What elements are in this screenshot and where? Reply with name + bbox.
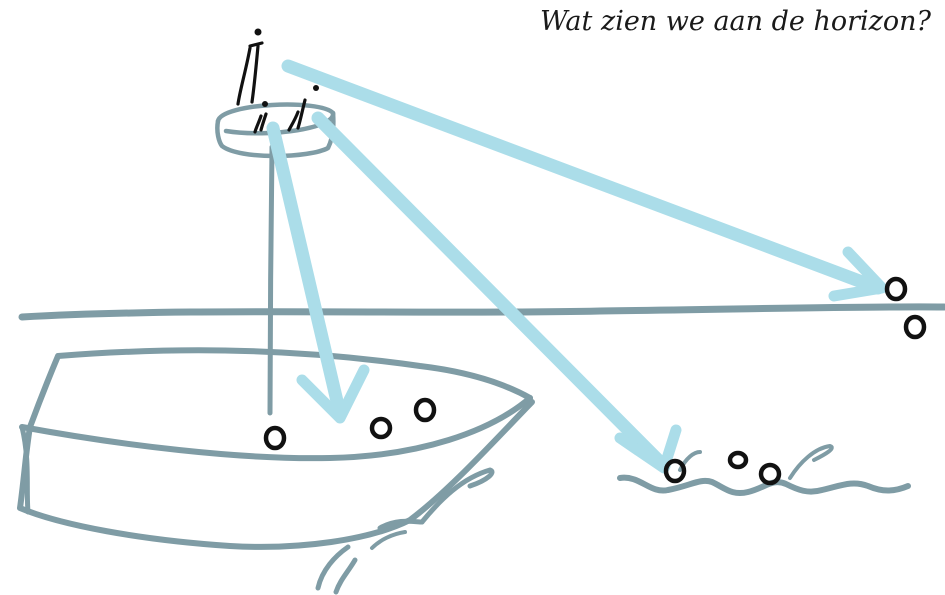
arrow-to-waves xyxy=(311,111,682,474)
object-waves-3 xyxy=(758,462,782,486)
mast xyxy=(267,144,275,416)
object-horizon-2 xyxy=(903,314,927,340)
object-waves-1 xyxy=(663,458,687,484)
observed-objects xyxy=(263,276,927,486)
arrow-to-horizon xyxy=(281,59,888,302)
object-boat-1 xyxy=(263,425,287,451)
object-boat-3 xyxy=(413,397,437,423)
arrow-to-boat xyxy=(266,121,370,424)
bow-spray xyxy=(315,467,495,595)
object-waves-2 xyxy=(727,450,749,470)
question-caption: Wat zien we aan de horizon? xyxy=(540,6,931,37)
person-figure-icon xyxy=(236,28,319,134)
object-horizon-1 xyxy=(884,276,908,302)
horizon-line xyxy=(18,303,945,321)
sightline-arrows xyxy=(266,59,888,474)
object-boat-2 xyxy=(369,416,393,440)
boat-icon xyxy=(17,347,535,550)
